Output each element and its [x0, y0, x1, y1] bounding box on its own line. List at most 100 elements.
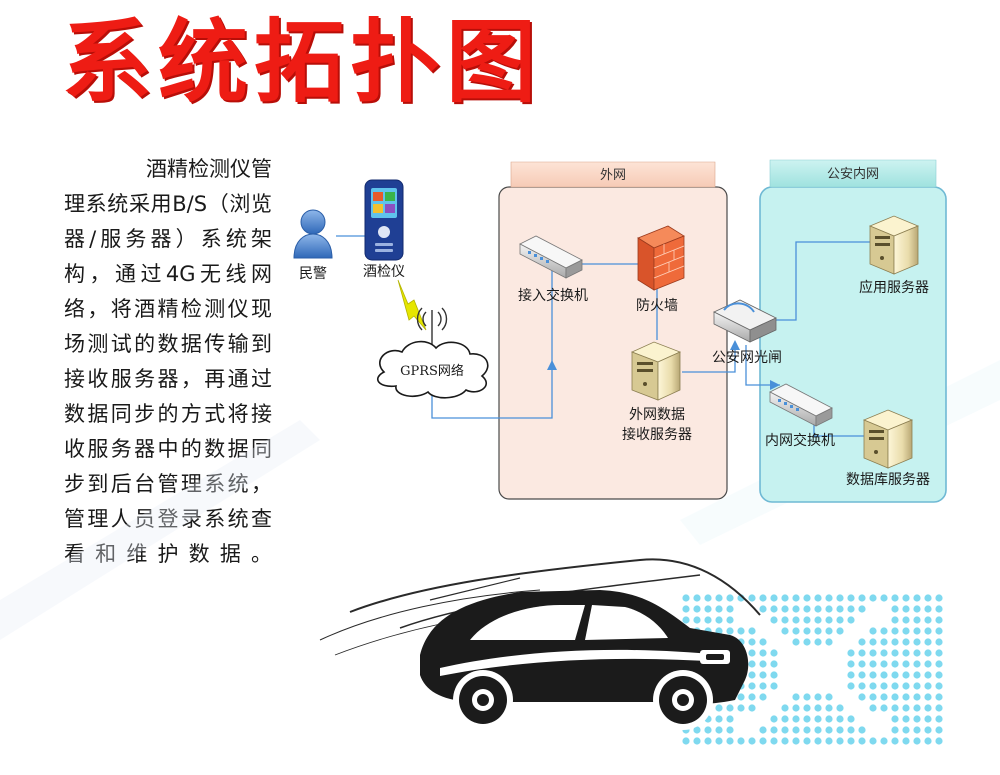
- dot: [924, 704, 932, 712]
- dot: [935, 682, 943, 690]
- dot: [715, 715, 723, 723]
- dot: [858, 594, 866, 602]
- dot: [814, 715, 822, 723]
- dot: [902, 704, 910, 712]
- dot: [770, 649, 778, 657]
- dot: [737, 704, 745, 712]
- link-gprs-external: [431, 362, 553, 419]
- dot: [726, 715, 734, 723]
- dot: [924, 594, 932, 602]
- dot: [836, 605, 844, 613]
- dot: [913, 594, 921, 602]
- receive-server-label-1: 外网数据: [629, 407, 685, 423]
- dot: [913, 627, 921, 635]
- dot: [891, 616, 899, 624]
- intranet-switch-label: 内网交换机: [765, 432, 835, 449]
- dot: [726, 704, 734, 712]
- dot: [803, 737, 811, 745]
- dot: [858, 605, 866, 613]
- dot: [726, 616, 734, 624]
- breathalyzer-label: 酒检仪: [363, 264, 405, 280]
- dot: [704, 594, 712, 602]
- dot: [737, 627, 745, 635]
- dot: [913, 715, 921, 723]
- dot: [935, 616, 943, 624]
- arrow-right-icon: [770, 380, 780, 390]
- app-server-icon: [868, 215, 920, 275]
- dot: [715, 616, 723, 624]
- dot: [891, 638, 899, 646]
- dot: [704, 616, 712, 624]
- dot: [803, 594, 811, 602]
- dot: [847, 715, 855, 723]
- dot: [759, 726, 767, 734]
- firewall-label: 防火墙: [636, 298, 678, 314]
- dot: [847, 649, 855, 657]
- dot: [935, 726, 943, 734]
- dot: [693, 726, 701, 734]
- dot: [737, 737, 745, 745]
- dot: [935, 671, 943, 679]
- dot: [847, 660, 855, 668]
- dot: [748, 638, 756, 646]
- dot: [913, 726, 921, 734]
- dot: [869, 638, 877, 646]
- dot: [759, 660, 767, 668]
- dot: [869, 704, 877, 712]
- arrow-up-icon-2: [730, 340, 740, 350]
- dot: [924, 726, 932, 734]
- dot: [781, 627, 789, 635]
- dot: [814, 616, 822, 624]
- dot: [924, 638, 932, 646]
- dot: [759, 737, 767, 745]
- dot: [792, 605, 800, 613]
- dot: [803, 715, 811, 723]
- dot: [737, 693, 745, 701]
- zone-external-label: 外网: [600, 168, 626, 183]
- dot: [726, 605, 734, 613]
- dot: [825, 627, 833, 635]
- dot: [869, 627, 877, 635]
- dot: [935, 627, 943, 635]
- dot: [913, 693, 921, 701]
- dot: [814, 693, 822, 701]
- dot: [770, 660, 778, 668]
- dot: [858, 693, 866, 701]
- dot: [891, 682, 899, 690]
- dot: [803, 726, 811, 734]
- dot: [803, 616, 811, 624]
- dot: [880, 627, 888, 635]
- dot: [935, 704, 943, 712]
- dot: [682, 737, 690, 745]
- dot: [880, 671, 888, 679]
- gateway-label: 公安网光闸: [712, 350, 782, 366]
- dot: [726, 594, 734, 602]
- dot: [924, 649, 932, 657]
- description-text: 酒精检测仪管理系统采用B/S（浏览器/服务器）系统架构，通过4G无线网络，将酒精…: [64, 157, 272, 566]
- dot: [891, 627, 899, 635]
- dot: [803, 627, 811, 635]
- dot: [869, 671, 877, 679]
- dot: [792, 715, 800, 723]
- dot: [770, 682, 778, 690]
- dot: [869, 693, 877, 701]
- dot: [902, 649, 910, 657]
- dot: [858, 649, 866, 657]
- dot: [803, 704, 811, 712]
- dot: [902, 693, 910, 701]
- dot: [781, 715, 789, 723]
- dot: [792, 693, 800, 701]
- dot: [759, 649, 767, 657]
- dot: [825, 715, 833, 723]
- access-switch-icon: [519, 235, 583, 279]
- link-receive-server-gateway: [682, 342, 736, 373]
- dot: [902, 627, 910, 635]
- dot: [880, 682, 888, 690]
- dot: [913, 616, 921, 624]
- dot: [913, 737, 921, 745]
- dot: [924, 605, 932, 613]
- dot: [924, 616, 932, 624]
- dot: [825, 638, 833, 646]
- dot: [869, 660, 877, 668]
